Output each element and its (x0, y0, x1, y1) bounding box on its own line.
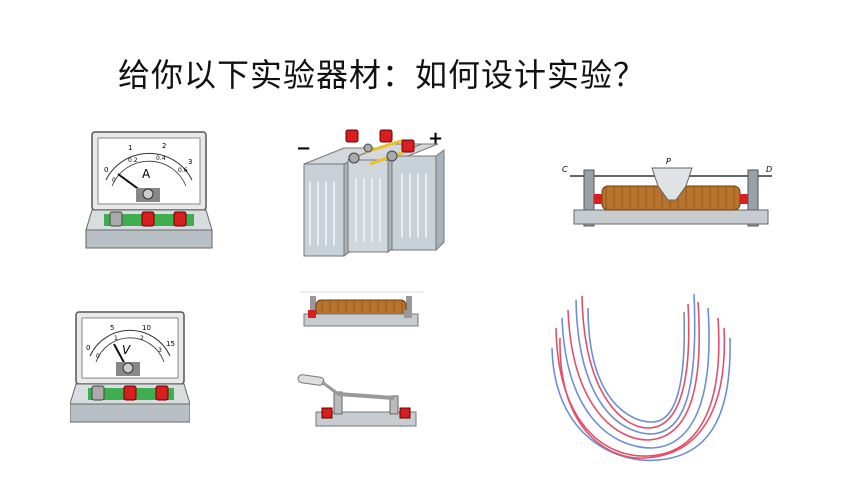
ammeter-tick-top-3: 3 (188, 158, 192, 166)
ammeter-tick-top-0: 0 (104, 166, 108, 174)
voltmeter-tick-top-3: 15 (166, 340, 175, 348)
voltmeter-tick-top-2: 10 (142, 324, 151, 332)
ammeter-tick-bottom-2: 0.4 (156, 155, 166, 162)
voltmeter-tick-top-1: 5 (110, 324, 114, 332)
ammeter-tick-top-1: 1 (128, 144, 132, 152)
voltmeter-unit-label: V (122, 343, 131, 357)
rheostat-label-p: P (666, 157, 671, 166)
ammeter-tick-bottom-3: 0.6 (178, 167, 188, 174)
voltmeter-tick-bottom-1: 1 (114, 335, 118, 342)
ammeter-unit-label: A (142, 167, 151, 181)
voltmeter-tick-bottom-2: 2 (140, 335, 144, 342)
voltmeter-tick-bottom-3: 3 (158, 347, 162, 354)
battery-minus-label: − (296, 138, 311, 159)
voltmeter-tick-bottom-0: 0 (96, 353, 100, 360)
page-title: 给你以下实验器材：如何设计实验？ (118, 56, 647, 94)
ammeter-tick-bottom-0: 0 (112, 177, 116, 184)
ammeter: 0 1 2 3 0 0.2 0.4 0.6 A (85, 131, 213, 249)
rheostat-label-c: C (562, 165, 568, 174)
fixed-resistor (300, 291, 424, 327)
rheostat-label-d: D (766, 165, 772, 174)
battery-pack: − + (296, 128, 445, 257)
connecting-wires (551, 293, 731, 462)
sliding-rheostat: C P D A B (562, 157, 772, 227)
voltmeter: 0 5 10 15 0 1 2 3 V (70, 311, 190, 423)
ammeter-tick-top-2: 2 (162, 142, 166, 150)
voltmeter-tick-top-0: 0 (86, 344, 90, 352)
ammeter-tick-bottom-1: 0.2 (128, 157, 138, 164)
knife-switch (297, 374, 417, 427)
